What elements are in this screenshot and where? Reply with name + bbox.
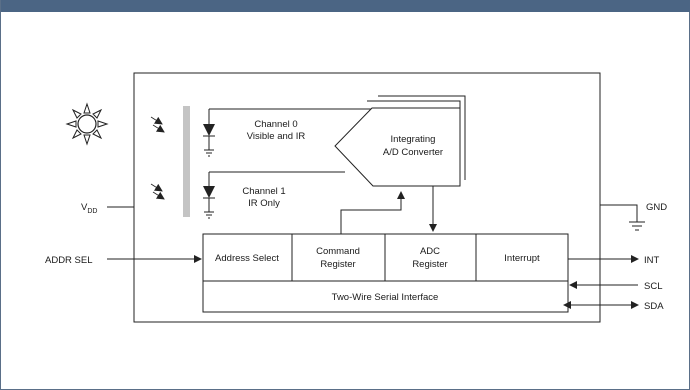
photodiode-channel0-icon bbox=[203, 108, 378, 157]
title-bar bbox=[1, 0, 690, 12]
address-select-label: Address Select bbox=[215, 253, 279, 264]
adc-converter-block bbox=[334, 95, 466, 187]
photodiode-channel1-icon bbox=[203, 171, 345, 219]
light-arrows-channel1-icon bbox=[150, 183, 165, 200]
interrupt-label: Interrupt bbox=[504, 253, 540, 264]
channel1-label-line1: Channel 1 bbox=[242, 186, 285, 197]
ground-symbol-icon bbox=[629, 221, 645, 231]
optical-filter bbox=[183, 106, 190, 217]
serial-interface-block bbox=[202, 280, 569, 313]
scl-label: SCL bbox=[644, 281, 662, 292]
adc-register-line2: Register bbox=[412, 259, 447, 270]
channel1-label-line2: IR Only bbox=[248, 198, 280, 209]
sda-label: SDA bbox=[644, 301, 664, 312]
adc-label-line1: Integrating bbox=[391, 134, 436, 145]
command-register-line2: Register bbox=[320, 259, 355, 270]
chip-outline bbox=[133, 72, 601, 323]
channel0-label-line1: Channel 0 bbox=[254, 119, 297, 130]
adc-register-line1: ADC bbox=[420, 246, 440, 257]
addr-sel-label: ADDR SEL bbox=[45, 255, 93, 266]
light-arrows-channel0-icon bbox=[150, 116, 165, 133]
int-label: INT bbox=[644, 255, 660, 266]
vdd-label: VDD bbox=[81, 202, 97, 215]
adc-label-line2: A/D Converter bbox=[383, 147, 443, 158]
gnd-label: GND bbox=[646, 202, 667, 213]
command-to-adc-arrow bbox=[340, 191, 405, 234]
command-register-line1: Command bbox=[316, 246, 360, 257]
gnd-wire bbox=[600, 204, 638, 222]
serial-interface-label: Two-Wire Serial Interface bbox=[332, 292, 439, 303]
sun-icon bbox=[65, 102, 109, 146]
channel0-label-line2: Visible and IR bbox=[247, 131, 306, 142]
